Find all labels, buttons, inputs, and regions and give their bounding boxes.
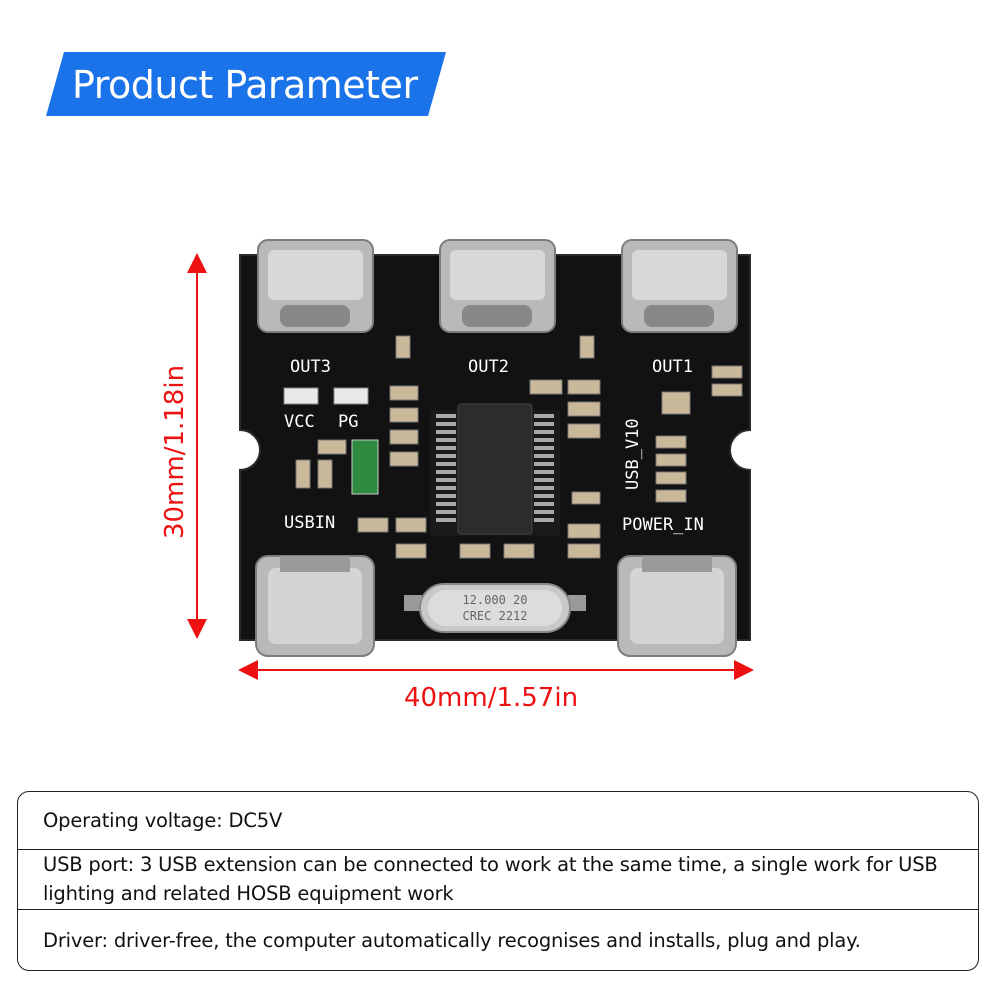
usb-c-port-out2 (439, 239, 556, 333)
spec-row: Driver: driver-free, the computer automa… (18, 910, 978, 970)
label-out3: OUT3 (290, 357, 331, 377)
width-dimension-label: 40mm/1.57in (403, 683, 579, 713)
label-out2: OUT2 (468, 357, 509, 377)
crystal-marking-1: 12.000 20 (462, 593, 527, 607)
usb-c-port-out3 (257, 239, 374, 333)
main-ic-chip (430, 403, 560, 536)
spec-operating-voltage: Operating voltage: DC5V (43, 809, 283, 832)
usb-c-port-usbin (255, 555, 375, 657)
usb-c-port-power-in (617, 555, 737, 657)
page-title: Product Parameter (72, 63, 418, 107)
label-vcc: VCC (284, 412, 315, 432)
label-pg: PG (338, 412, 358, 432)
spec-table: Operating voltage: DC5V USB port: 3 USB … (17, 791, 979, 971)
smd-components (295, 335, 743, 559)
header-banner (46, 52, 446, 116)
crystal-marking-2: CREC 2212 (462, 609, 527, 623)
usb-c-port-out1 (621, 239, 738, 333)
spec-row: USB port: 3 USB extension can be connect… (18, 850, 978, 910)
spec-driver: Driver: driver-free, the computer automa… (43, 929, 861, 952)
pg-led (333, 387, 369, 405)
vcc-led (283, 387, 319, 405)
label-usbin: USBIN (284, 513, 335, 533)
crystal-oscillator: 12.000 20 CREC 2212 (404, 583, 586, 633)
label-version: USB_V10 (623, 418, 643, 490)
spec-row: Operating voltage: DC5V (18, 792, 978, 850)
tvs-diode (351, 439, 379, 495)
label-out1: OUT1 (652, 357, 693, 377)
label-power-in: POWER_IN (622, 515, 704, 535)
spec-usb-port: USB port: 3 USB extension can be connect… (43, 853, 938, 905)
